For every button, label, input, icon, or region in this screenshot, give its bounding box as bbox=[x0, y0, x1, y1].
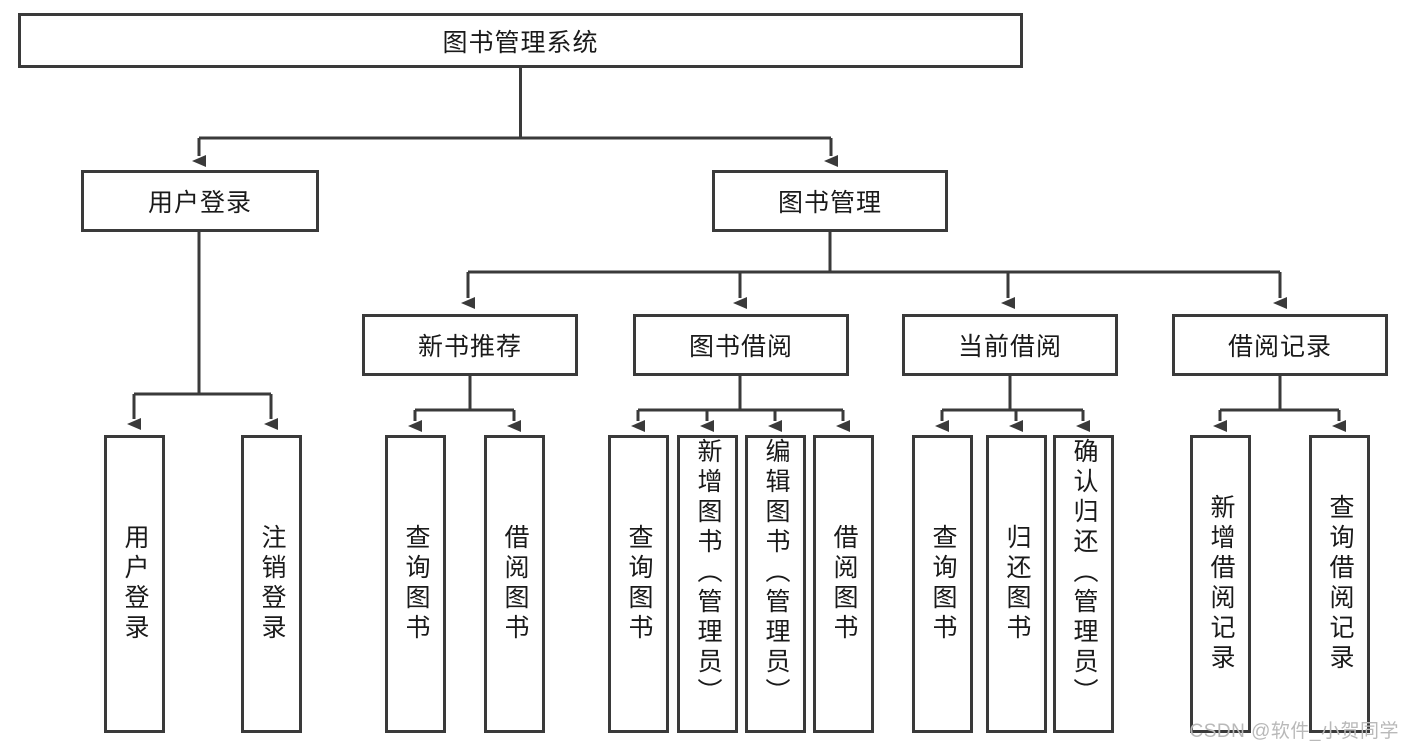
leaf-query-book-1[interactable]: 查询图书 bbox=[385, 435, 446, 733]
leaf-edit-book-label: 编辑图书（管理员） bbox=[762, 438, 790, 708]
leaf-query-book-3[interactable]: 查询图书 bbox=[912, 435, 973, 733]
leaf-confirm-return-label: 确认归还（管理员） bbox=[1070, 438, 1098, 708]
leaf-confirm-return[interactable]: 确认归还（管理员） bbox=[1053, 435, 1114, 733]
csdn-watermark: CSDN @软件_小贺同学 bbox=[1189, 721, 1399, 742]
node-user-login-label: 用户登录 bbox=[147, 189, 252, 217]
leaf-user-logout-label: 注销登录 bbox=[258, 524, 286, 644]
node-new-book-rec-label: 新书推荐 bbox=[417, 333, 522, 361]
node-current-borrow[interactable]: 当前借阅 bbox=[902, 314, 1118, 376]
leaf-borrow-book-2-label: 借阅图书 bbox=[830, 524, 858, 644]
node-book-manage[interactable]: 图书管理 bbox=[712, 170, 948, 232]
node-new-book-rec[interactable]: 新书推荐 bbox=[362, 314, 578, 376]
leaf-add-book-label: 新增图书（管理员） bbox=[694, 438, 722, 708]
leaf-user-login-label: 用户登录 bbox=[121, 524, 149, 644]
leaf-query-book-1-label: 查询图书 bbox=[402, 524, 430, 644]
leaf-add-record-label: 新增借阅记录 bbox=[1207, 494, 1235, 674]
leaf-add-book[interactable]: 新增图书（管理员） bbox=[677, 435, 738, 733]
node-current-borrow-label: 当前借阅 bbox=[957, 333, 1062, 361]
leaf-query-book-2-label: 查询图书 bbox=[625, 524, 653, 644]
node-root-label: 图书管理系统 bbox=[442, 28, 599, 57]
node-book-borrow[interactable]: 图书借阅 bbox=[633, 314, 849, 376]
node-borrow-record[interactable]: 借阅记录 bbox=[1172, 314, 1388, 376]
leaf-query-record[interactable]: 查询借阅记录 bbox=[1309, 435, 1370, 733]
node-borrow-record-label: 借阅记录 bbox=[1227, 333, 1332, 361]
leaf-return-book[interactable]: 归还图书 bbox=[986, 435, 1047, 733]
leaf-borrow-book-1[interactable]: 借阅图书 bbox=[484, 435, 545, 733]
leaf-add-record[interactable]: 新增借阅记录 bbox=[1190, 435, 1251, 733]
leaf-return-book-label: 归还图书 bbox=[1003, 524, 1031, 644]
node-root[interactable]: 图书管理系统 bbox=[18, 13, 1023, 68]
leaf-query-record-label: 查询借阅记录 bbox=[1326, 494, 1354, 674]
leaf-borrow-book-1-label: 借阅图书 bbox=[501, 524, 529, 644]
leaf-query-book-3-label: 查询图书 bbox=[929, 524, 957, 644]
leaf-user-logout[interactable]: 注销登录 bbox=[241, 435, 302, 733]
node-book-borrow-label: 图书借阅 bbox=[688, 333, 793, 361]
leaf-edit-book[interactable]: 编辑图书（管理员） bbox=[745, 435, 806, 733]
leaf-user-login[interactable]: 用户登录 bbox=[104, 435, 165, 733]
node-user-login[interactable]: 用户登录 bbox=[81, 170, 319, 232]
leaf-borrow-book-2[interactable]: 借阅图书 bbox=[813, 435, 874, 733]
leaf-query-book-2[interactable]: 查询图书 bbox=[608, 435, 669, 733]
node-book-manage-label: 图书管理 bbox=[777, 189, 882, 217]
